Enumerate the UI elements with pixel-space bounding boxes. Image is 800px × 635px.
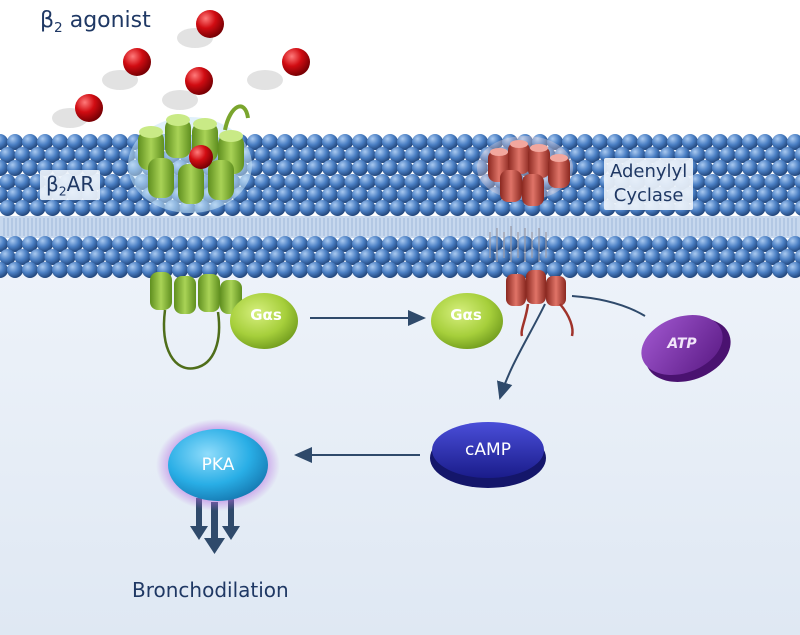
adenylyl-text: Adenylyl: [610, 161, 688, 182]
gas-right-label: Gαs: [450, 306, 482, 324]
adenylyl-cyclase-icon: [477, 136, 574, 337]
signal-arrows: [190, 295, 646, 554]
atp-molecule: [641, 315, 731, 382]
pka-label: PKA: [201, 455, 235, 475]
cyclase-text: Cyclase: [613, 185, 684, 206]
beta2-agonist-label: β2 agonist: [40, 8, 151, 36]
agonist-ligand-icon: [282, 48, 310, 76]
agonist-ligand-icon: [185, 67, 213, 95]
atp-label: ATP: [667, 336, 697, 352]
downstream-arrows-icon: [190, 498, 240, 554]
camp-label: cAMP: [465, 440, 511, 460]
arrow-icon: [496, 303, 546, 400]
agonist-ligands: [52, 10, 310, 128]
cytoplasm: [0, 255, 800, 635]
pka-enzyme: [156, 419, 280, 511]
gas-protein-left: [230, 293, 298, 349]
agonist-ligand-icon: [196, 10, 224, 38]
agonist-ligand-icon: [123, 48, 151, 76]
bronchodilation-label: Bronchodilation: [132, 578, 289, 602]
camp-molecule: [430, 422, 546, 488]
gas-left-label: Gαs: [250, 306, 282, 324]
connector-line: [571, 295, 646, 317]
gas-protein-right: [431, 293, 503, 349]
agonist-ligand-icon: [75, 94, 103, 122]
beta2-receptor-label: β2AR: [40, 170, 101, 201]
